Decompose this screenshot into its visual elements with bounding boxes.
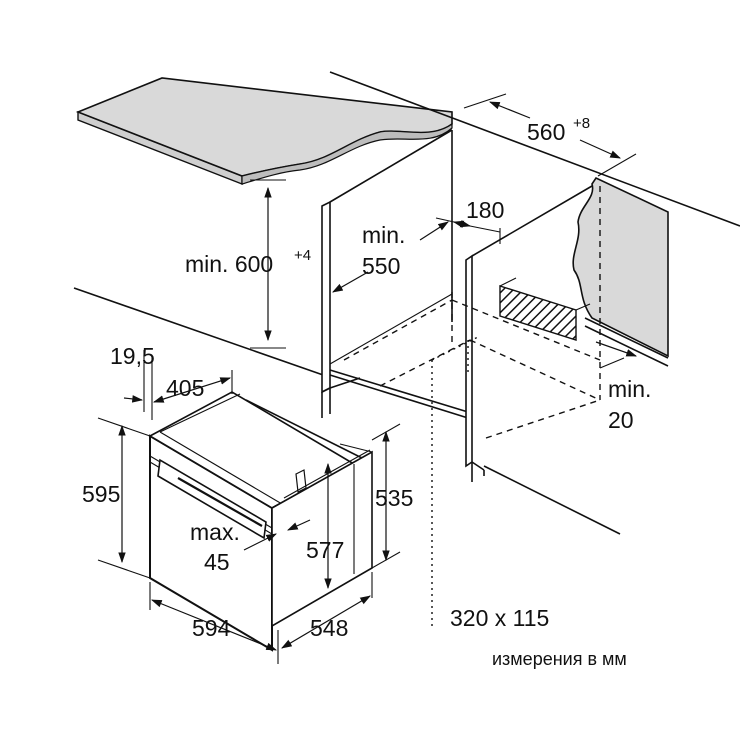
- label-577: 577: [306, 537, 344, 563]
- label-405: 405: [166, 375, 204, 401]
- label-vent-size: 320 x 115: [450, 605, 549, 631]
- label-min-600: min. 600: [185, 251, 273, 277]
- label-min-20-value: 20: [608, 407, 634, 433]
- worktop-right: [572, 176, 669, 367]
- label-19-5: 19,5: [110, 343, 155, 369]
- oven: [148, 391, 373, 652]
- label-560: 560: [527, 119, 565, 145]
- label-548: 548: [310, 615, 348, 641]
- dimension-lines: [97, 93, 638, 664]
- label-535: 535: [375, 485, 413, 511]
- label-min-600-tolerance: +4: [294, 247, 311, 264]
- ventilation-opening: [499, 285, 577, 341]
- label-594: 594: [192, 615, 231, 641]
- label-180: 180: [466, 197, 504, 223]
- cabinet-niche: [321, 129, 601, 628]
- label-min-20-prefix: min.: [608, 376, 651, 402]
- worktop-left: [75, 77, 453, 186]
- label-min-550-value: 550: [362, 253, 400, 279]
- floor-line-right: [483, 465, 621, 535]
- floor-line-left: [73, 287, 327, 377]
- label-595: 595: [82, 481, 120, 507]
- label-min-550-prefix: min.: [362, 222, 405, 248]
- dimension-labels: min. 600 +4 min. 550 180 560 +8 min. 20 …: [82, 115, 651, 669]
- label-560-tolerance: +8: [573, 115, 590, 132]
- units-note: измерения в мм: [492, 649, 627, 669]
- label-max-45-prefix: max.: [190, 519, 240, 545]
- label-max-45-value: 45: [204, 549, 230, 575]
- back-wall-line: [329, 71, 740, 227]
